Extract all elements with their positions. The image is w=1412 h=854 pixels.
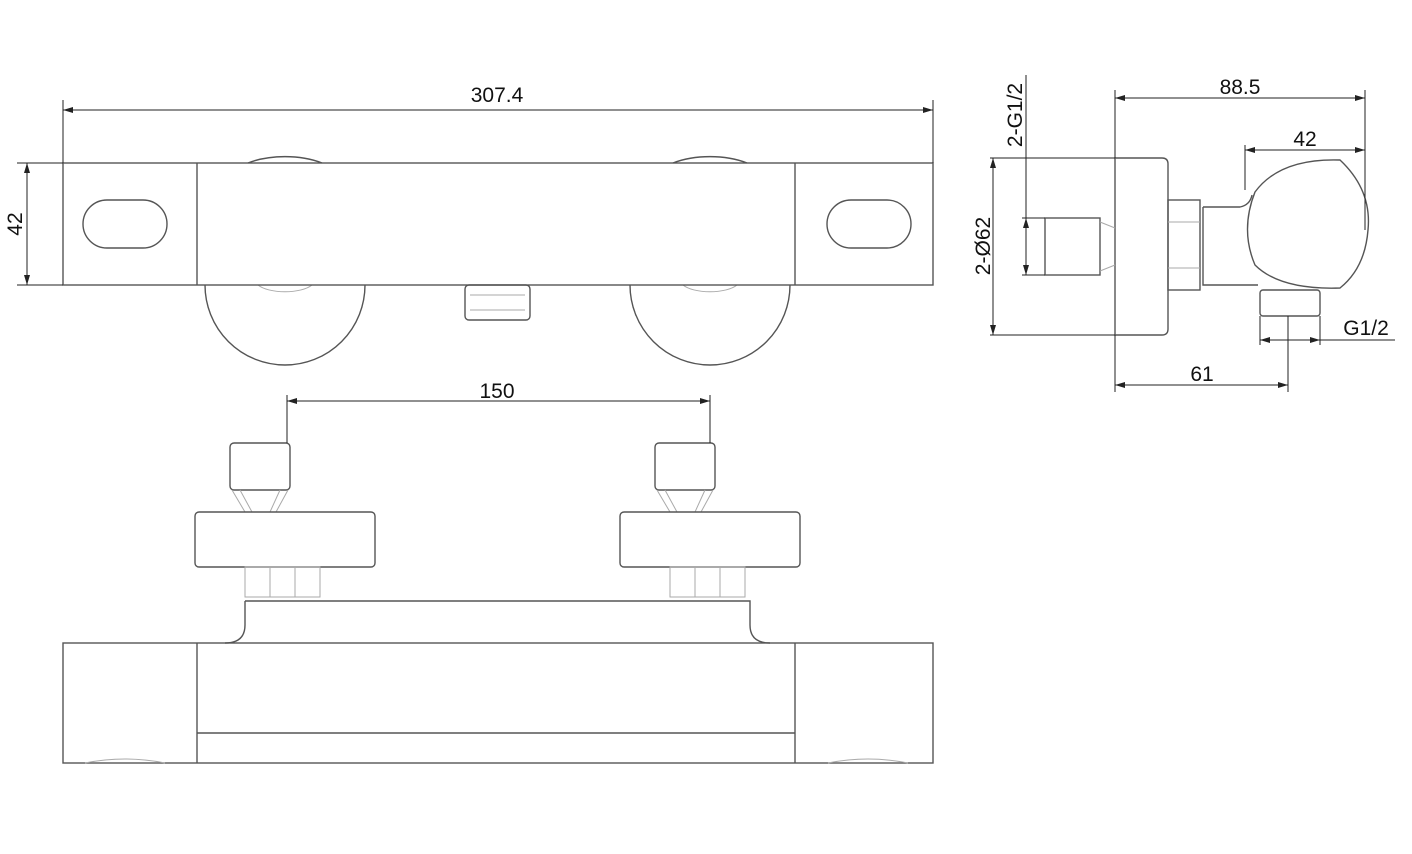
left-end-slot: [82, 199, 168, 249]
front-view: 150: [62, 380, 934, 764]
left-knob-upper: [247, 155, 323, 164]
hex-nut: [1167, 199, 1201, 291]
left-inlet-fitting: [229, 442, 291, 491]
side-view: 88.5 42 2-Ø62 2-G1/2 G1/2 61: [972, 75, 1395, 392]
dim-outlet-offset: 61: [1190, 363, 1213, 386]
right-knob-upper: [672, 155, 748, 164]
outlet-thread: [1259, 289, 1321, 317]
dim-inlet-spacing: 150: [479, 380, 514, 403]
dim-side-depth: 88.5: [1220, 76, 1261, 99]
inlet-stub: [1044, 217, 1101, 276]
body-top: [62, 162, 934, 286]
top-view: 307.4 42: [4, 84, 934, 366]
dim-body-height: 42: [4, 212, 27, 235]
right-inlet-fitting: [654, 442, 716, 491]
dim-overall-length: 307.4: [471, 84, 524, 107]
outlet-fitting: [464, 284, 531, 321]
control-knob: [1246, 159, 1370, 289]
left-flange: [194, 511, 376, 568]
right-flange: [619, 511, 801, 568]
dim-inlet-thread: 2-G1/2: [1004, 83, 1027, 147]
body-front: [62, 642, 934, 764]
dim-outlet-thread: G1/2: [1343, 317, 1389, 340]
left-knob-lower: [204, 284, 366, 366]
dim-knob-width: 42: [1293, 128, 1316, 151]
dim-knob-diameter: 2-Ø62: [972, 217, 995, 275]
right-knob-lower: [629, 284, 791, 366]
mixer-stem: [1202, 194, 1258, 286]
body-neck: [224, 600, 771, 644]
wall-body: [1114, 157, 1169, 336]
right-end-slot: [826, 199, 912, 249]
